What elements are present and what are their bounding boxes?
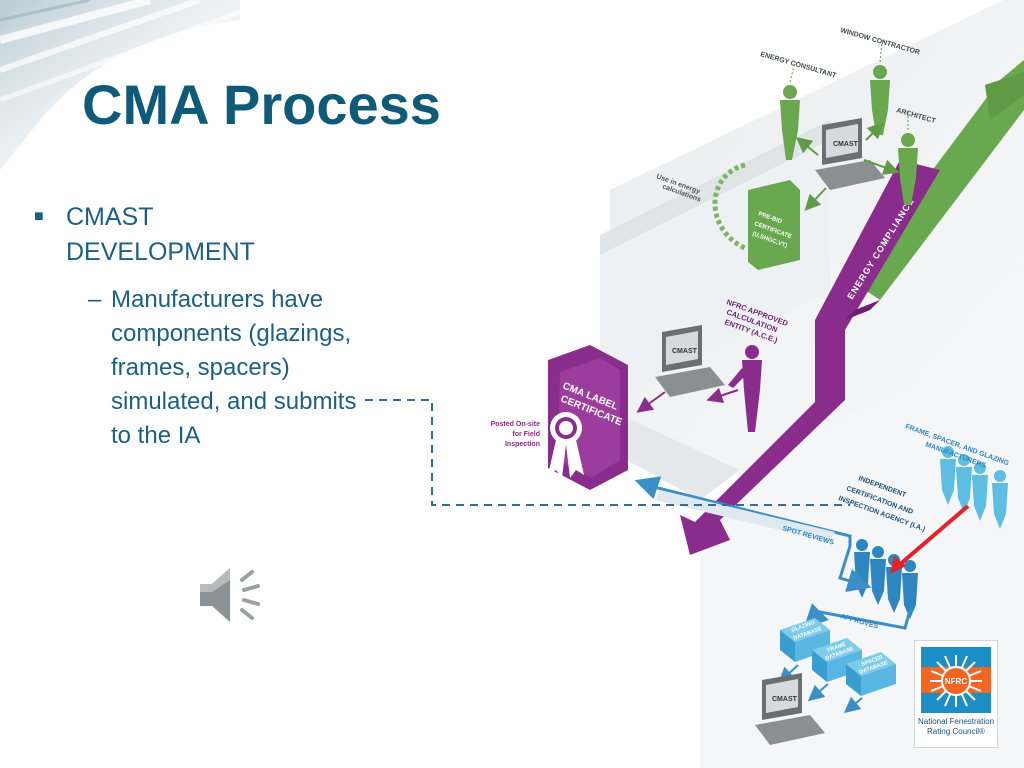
frame-database-icon: FRAME DATABASE	[812, 638, 862, 682]
ia-figures	[854, 539, 918, 619]
window-contractor-label: WINDOW CONTRACTOR	[839, 27, 920, 56]
leader-lines	[789, 39, 909, 130]
arrow	[863, 159, 900, 175]
stakeholder-figures	[780, 65, 918, 205]
cma-label-certificate-icon: CMA LABEL CERTIFICATE	[548, 345, 628, 490]
arrow	[843, 696, 863, 714]
purple-flow-arrow	[680, 160, 940, 555]
nfrc-logo-abbr: NFRC	[945, 677, 967, 686]
dash-bullet-icon: –	[88, 286, 102, 313]
red-arrowhead	[890, 556, 906, 574]
posted-label-3: Inspection	[505, 441, 540, 448]
cmast-label-top: CMAST	[833, 141, 859, 148]
arrow	[804, 187, 827, 211]
red-arrow	[896, 504, 970, 568]
slide-title: CMA Process	[82, 73, 441, 136]
decorative-corner	[0, 0, 240, 170]
seal-ribbon-icon	[548, 412, 584, 478]
arrow	[795, 136, 819, 156]
posted-label-1: Posted On-site	[491, 421, 541, 428]
cycle-arrow	[712, 162, 747, 251]
nfrc-logo-line2: Rating Council®	[927, 727, 985, 736]
posted-label-2: for Field	[512, 431, 540, 438]
square-bullet-icon: ■	[34, 208, 44, 225]
glazing-database-icon: GLAZING DATABASE	[780, 618, 830, 662]
bullet-text: CMAST DEVELOPMENT	[66, 203, 255, 266]
window-contractor-person-icon	[870, 65, 890, 135]
energy-consultant-person-icon	[780, 85, 800, 160]
cmast-laptop-top-icon: CMAST	[815, 118, 885, 190]
nfrc-sun-icon: NFRC	[921, 647, 991, 713]
energy-consultant-label: ENERGY CONSULTANT	[759, 51, 837, 80]
arrow	[706, 387, 739, 404]
arrow	[634, 476, 662, 500]
arrow	[636, 391, 666, 413]
arrow	[865, 122, 884, 141]
arrow	[807, 683, 829, 702]
cmast-laptop-bottom-icon: CMAST	[755, 673, 825, 745]
spacer-database-icon: SPACER DATABASE	[846, 652, 896, 696]
cmast-laptop-middle-icon: CMAST	[655, 325, 725, 397]
architect-person-icon	[898, 133, 918, 205]
prebid-certificate-icon: PRE-BID CERTIFICATE (U,SHGC,VT)	[748, 180, 800, 270]
cmast-label-middle: CMAST	[672, 348, 698, 355]
nfrc-logo: NFRC National Fenestration Rating Counci…	[914, 640, 998, 748]
speaker-icon[interactable]	[196, 560, 276, 630]
nfrc-logo-line1: National Fenestration	[917, 717, 995, 726]
nfrc-logo-text: National Fenestration Rating Council®	[915, 717, 997, 737]
manufacturers-figures	[940, 446, 1008, 529]
ace-person-icon	[728, 345, 762, 432]
sub-bullet-text: Manufacturers have components (glazings,…	[111, 286, 357, 449]
cmast-label-bottom: CMAST	[772, 696, 798, 703]
dashed-connector	[365, 399, 850, 506]
